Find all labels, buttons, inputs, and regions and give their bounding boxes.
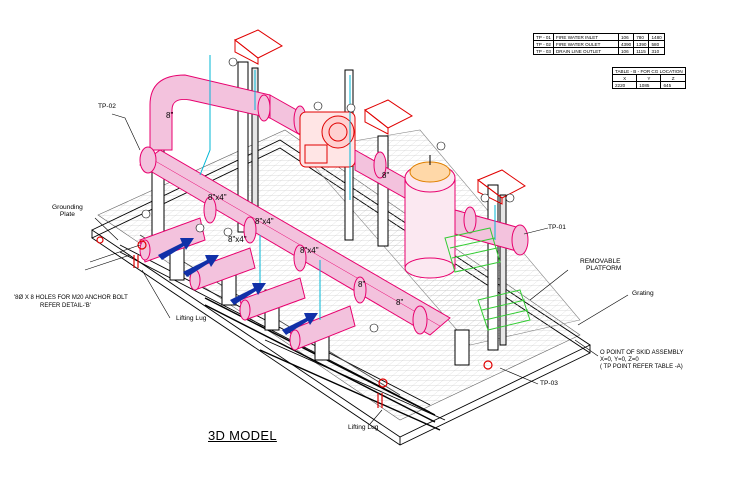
y-cell: 1115 (633, 47, 650, 55)
z-cell: 1480 (648, 33, 665, 41)
pipe-size-label: 8" (358, 280, 365, 289)
x-cell: 4390 (617, 40, 635, 48)
removable-platform (444, 227, 531, 331)
pipe-size-label: 8" (166, 111, 173, 120)
pipe-size-label: 8"x4" (208, 193, 227, 202)
lifting-lugs (96, 236, 493, 408)
x-cell: 106 (617, 33, 635, 41)
cg-value: 645 (660, 81, 686, 89)
table-row: 2220 1085 645 (611, 81, 686, 89)
label-platform: PLATFORM (586, 265, 622, 272)
table-row: TP - 01 FIRE WATER INLET 106 780 1480 (533, 33, 665, 41)
tp-cell: TP - 02 (533, 40, 554, 48)
cg-value: 2220 (611, 81, 638, 89)
pipe-size-label: 8"x4" (255, 217, 274, 226)
label-anchor-bolt: '8Ø X 8 HOLES FOR M20 ANCHOR BOLT (14, 295, 128, 301)
tp-points-table: TP - 01 FIRE WATER INLET 106 780 1480 TP… (533, 33, 665, 55)
y-cell: 780 (633, 33, 650, 41)
desc-cell: FIRE WATER OULET (552, 40, 619, 48)
pipe-size-labels: 8" 8"x4" 8"x4" 8"x4" 8"x4" 8" 8" 8" (166, 111, 403, 307)
label-origin: O POINT OF SKID ASSEMBLY (600, 350, 684, 356)
tag-bubbles (141, 57, 515, 333)
table-row: X Y Z (611, 74, 686, 82)
instrument-hoods (234, 29, 526, 205)
label-lifting-lug: Lifting Lug (176, 315, 207, 322)
label-origin-coords: X=0, Y=0, Z=0 (600, 357, 639, 363)
x-cell: 106 (617, 47, 635, 55)
label-removable: REMOVABLE (580, 258, 621, 265)
cg-header: X (611, 74, 638, 82)
cg-header: Z (660, 74, 686, 82)
inlet-pipe-tp01 (454, 206, 529, 256)
cg-header: Y (636, 74, 662, 82)
pipe-size-label: 8"x4" (300, 246, 319, 255)
desc-cell: FIRE WATER INLET (552, 33, 619, 41)
valve-to-vessel-pipe (354, 149, 406, 199)
tp-cell: TP - 01 (533, 33, 554, 41)
table-row: TABLE - B - FOR CG LOCATION (612, 67, 686, 75)
z-cell: 310 (648, 47, 665, 55)
leader-lines (84, 113, 629, 425)
label-grounding-plate: Grounding Plate (52, 204, 83, 218)
label-lifting-lug: Lifting Lug (348, 424, 379, 431)
flow-arrows (158, 238, 318, 335)
pipe-size-label: 8" (382, 171, 389, 180)
label-origin-ref: ( TP POINT REFER TABLE -A) (600, 364, 683, 370)
label-tp03: TP-03 (540, 380, 558, 387)
cg-value: 1085 (636, 81, 662, 89)
tp-cell: TP - 03 (533, 47, 554, 55)
z-cell: 580 (648, 40, 665, 48)
cg-location-table: TABLE - B - FOR CG LOCATION X Y Z 2220 1… (611, 67, 686, 89)
y-cell: 1390 (633, 40, 650, 48)
label-tp02: TP-02 (98, 103, 116, 110)
pipe-size-label: 8"x4" (228, 235, 247, 244)
table-row: TP - 02 FIRE WATER OULET 4390 1390 580 (533, 40, 665, 48)
cyan-tubing (199, 55, 496, 320)
pipe-size-label: 8" (396, 298, 403, 307)
cg-table-title: TABLE - B - FOR CG LOCATION (612, 67, 686, 75)
drawing-title: 3D MODEL (208, 428, 277, 443)
strainer-vessel (404, 155, 456, 279)
label-anchor-bolt-ref: REFER DETAIL-'B' (40, 303, 91, 309)
label-grating: Grating (632, 290, 654, 297)
table-row: TP - 03 DRAIN LINE OUTLET 106 1115 310 (533, 47, 665, 55)
desc-cell: DRAIN LINE OUTLET (552, 47, 619, 55)
branch-reducers (139, 196, 428, 351)
deluge-valve (299, 111, 356, 168)
label-tp01: TP-01 (548, 224, 566, 231)
